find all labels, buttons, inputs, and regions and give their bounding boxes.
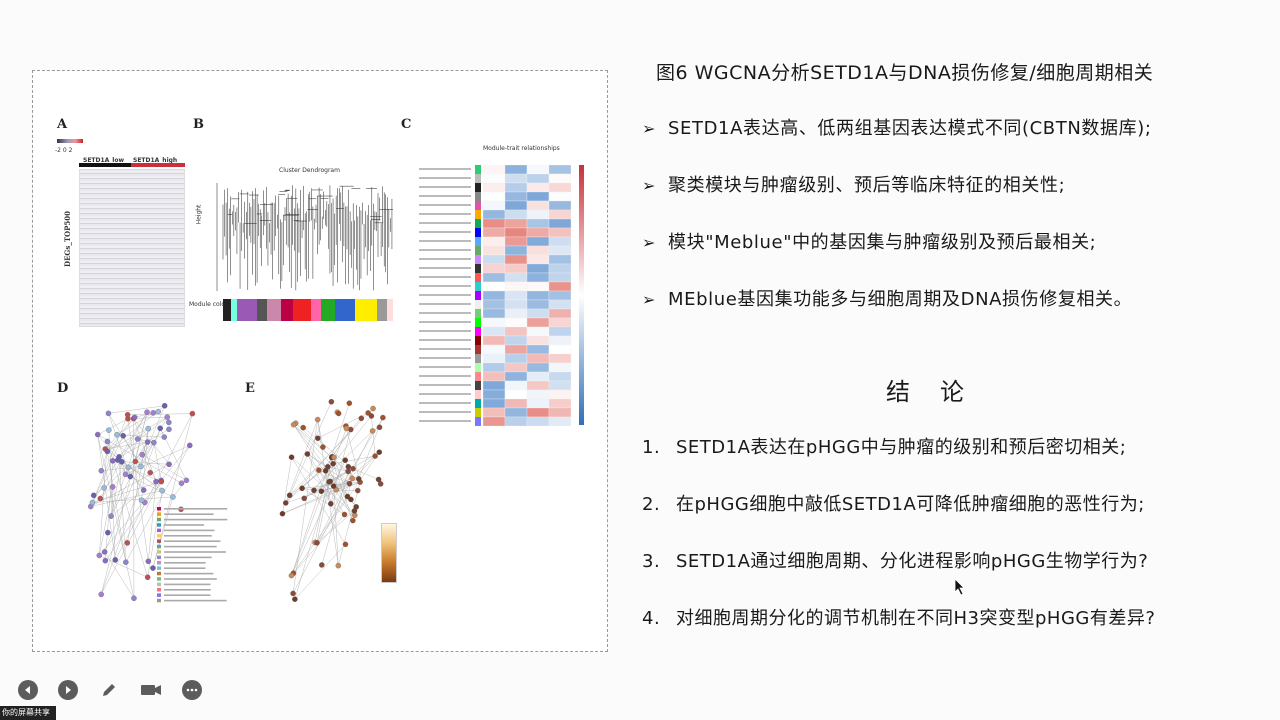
network-color-scale xyxy=(381,523,397,583)
conclusion-number: 3. xyxy=(642,551,661,572)
conclusion-number: 2. xyxy=(642,494,661,515)
group-low-bar xyxy=(79,163,131,167)
bullet-text: 模块"Meblue"中的基因集与肿瘤级别及预后最相关; xyxy=(668,232,1097,253)
heatmap-a xyxy=(79,169,185,327)
heatmap-ylabel: DEGs_TOP500 xyxy=(63,210,72,267)
figure-panel: A B C D E -2 0 2 SETD1A_low SETD1A_high … xyxy=(32,70,608,652)
panel-label-d: D xyxy=(57,381,69,396)
conclusion-number: 4. xyxy=(642,608,661,629)
bullet-arrow-icon: ➢ xyxy=(642,290,657,309)
conclusion-item: 2. 在pHGG细胞中敲低SETD1A可降低肿瘤细胞的恶性行为; xyxy=(642,491,1272,548)
heatmap-legend xyxy=(57,139,83,143)
conclusion-text: SETD1A表达在pHGG中与肿瘤的级别和预后密切相关; xyxy=(676,437,1127,458)
module-trait-heatmap xyxy=(419,164,584,427)
panel-label-c: C xyxy=(401,117,412,132)
conclusion-item: 3. SETD1A通过细胞周期、分化进程影响pHGG生物学行为? xyxy=(642,548,1272,605)
group-low-label: SETD1A_low xyxy=(83,157,125,164)
conclusion-heading: 结论 xyxy=(886,378,994,406)
play-button[interactable] xyxy=(58,680,78,700)
pen-icon xyxy=(103,684,115,696)
bullet-item: ➢ 聚类模块与肿瘤级别、预后等临床特征的相关性; xyxy=(642,173,1272,230)
panel-label-e: E xyxy=(245,381,255,396)
bullet-text: MEblue基因集功能多与细胞周期及DNA损伤修复相关。 xyxy=(668,289,1133,310)
prev-icon xyxy=(25,686,30,694)
mouse-cursor-icon xyxy=(954,578,965,596)
conclusion-number: 1. xyxy=(642,437,661,458)
network-e xyxy=(279,399,386,602)
heatmap-c-title: Module-trait relationships xyxy=(483,145,560,152)
dendrogram-ylabel: Height xyxy=(195,204,203,225)
camera-button[interactable] xyxy=(140,680,162,700)
play-icon xyxy=(66,686,71,694)
panel-label-b: B xyxy=(193,117,204,132)
more-icon xyxy=(186,688,198,692)
bullet-arrow-icon: ➢ xyxy=(642,176,657,195)
pen-button[interactable] xyxy=(98,680,120,700)
conclusion-list: 1. SETD1A表达在pHGG中与肿瘤的级别和预后密切相关; 2. 在pHGG细胞… xyxy=(642,434,1272,662)
slide-title: 图6 WGCNA分析SETD1A与DNA损伤修复/细胞周期相关 xyxy=(656,62,1154,84)
bullet-list: ➢ SETD1A表达高、低两组基因表达模式不同(CBTN数据库); ➢ 聚类模块与肿… xyxy=(642,116,1272,344)
conclusion-item: 1. SETD1A表达在pHGG中与肿瘤的级别和预后密切相关; xyxy=(642,434,1272,491)
dendrogram-plot xyxy=(216,183,393,321)
bullet-text: SETD1A表达高、低两组基因表达模式不同(CBTN数据库); xyxy=(668,118,1152,139)
bullet-text: 聚类模块与肿瘤级别、预后等临床特征的相关性; xyxy=(668,175,1066,196)
bullet-item: ➢ MEblue基因集功能多与细胞周期及DNA损伤修复相关。 xyxy=(642,287,1272,344)
conclusion-item: 4. 对细胞周期分化的调节机制在不同H3突变型pHGG有差异? xyxy=(642,605,1272,662)
network-legend xyxy=(155,505,235,605)
group-high-label: SETD1A_high xyxy=(133,157,178,164)
bullet-item: ➢ SETD1A表达高、低两组基因表达模式不同(CBTN数据库); xyxy=(642,116,1272,173)
conclusion-text: 对细胞周期分化的调节机制在不同H3突变型pHGG有差异? xyxy=(676,608,1156,629)
presentation-toolbar xyxy=(18,678,202,702)
conclusion-text: 在pHGG细胞中敲低SETD1A可降低肿瘤细胞的恶性行为; xyxy=(676,494,1145,515)
bullet-item: ➢ 模块"Meblue"中的基因集与肿瘤级别及预后最相关; xyxy=(642,230,1272,287)
panel-label-a: A xyxy=(57,117,68,132)
module-colors-label: Module colors xyxy=(189,301,231,308)
bullet-arrow-icon: ➢ xyxy=(642,233,657,252)
legend-ticks: -2 0 2 xyxy=(55,147,73,154)
screen-share-label: 你的屏幕共享 xyxy=(0,706,56,720)
conclusion-text: SETD1A通过细胞周期、分化进程影响pHGG生物学行为? xyxy=(676,551,1149,572)
group-high-bar xyxy=(131,163,185,167)
prev-button[interactable] xyxy=(18,680,38,700)
more-button[interactable] xyxy=(182,680,202,700)
dendrogram-title: Cluster Dendrogram xyxy=(279,167,340,174)
camera-icon xyxy=(141,685,161,695)
bullet-arrow-icon: ➢ xyxy=(642,119,657,138)
